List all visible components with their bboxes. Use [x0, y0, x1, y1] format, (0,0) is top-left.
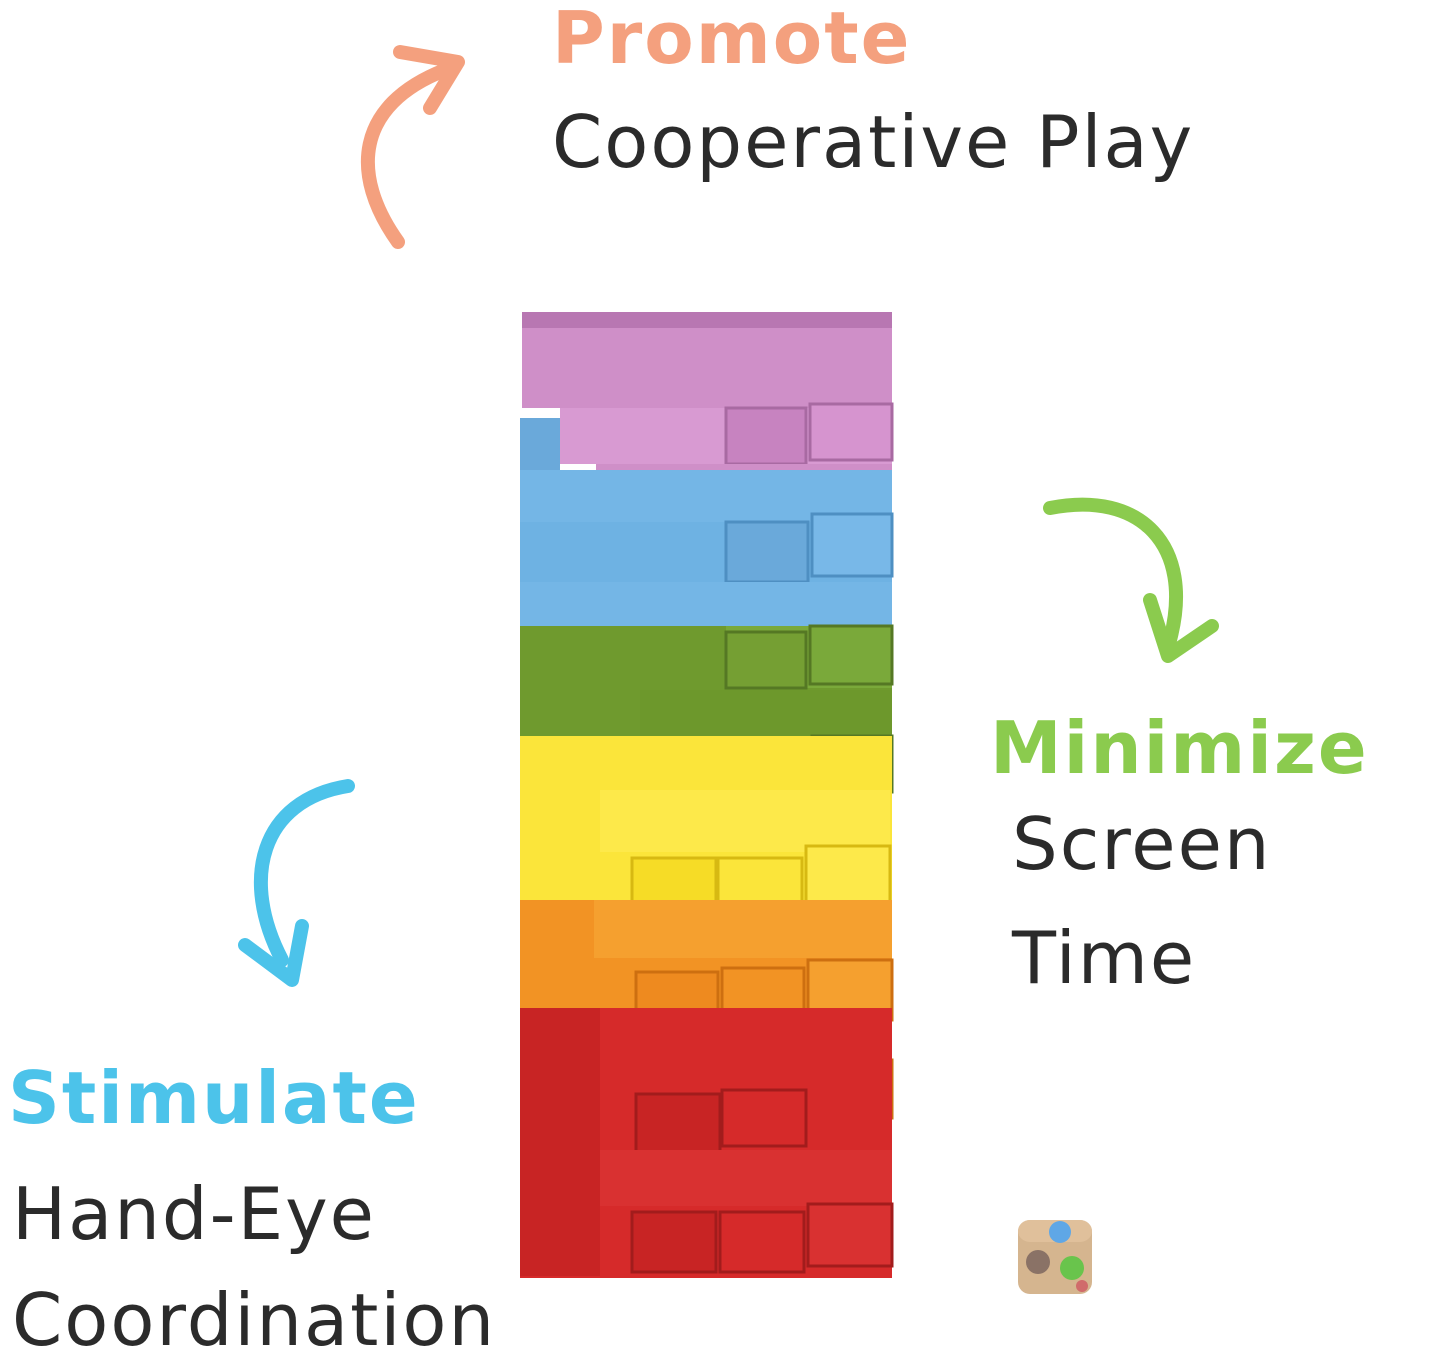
stimulate-heading: Stimulate — [8, 1056, 420, 1140]
stimulate-arrow-shaft — [253, 779, 355, 967]
minimize-heading: Minimize — [990, 706, 1369, 790]
minimize-arrow-head — [1143, 593, 1219, 663]
minimize-subtext-line-1: Screen — [1012, 802, 1272, 886]
minimize-arrow-shaft — [1043, 497, 1184, 647]
stimulate-subtext-line-1: Hand-Eye — [12, 1172, 376, 1256]
promote-arrow-shaft — [361, 63, 452, 249]
stimulate-subtext-line-2: Coordination — [12, 1278, 497, 1362]
tower-layer-yellow — [520, 736, 892, 912]
stimulate-arrow-head — [238, 919, 309, 987]
promote-subtext: Cooperative Play — [552, 100, 1195, 184]
tower-layer-red — [520, 1008, 894, 1278]
promote-arrow-head — [393, 45, 465, 115]
promote-heading: Promote — [552, 0, 912, 80]
minimize-subtext-line-2: Time — [1012, 916, 1197, 1000]
